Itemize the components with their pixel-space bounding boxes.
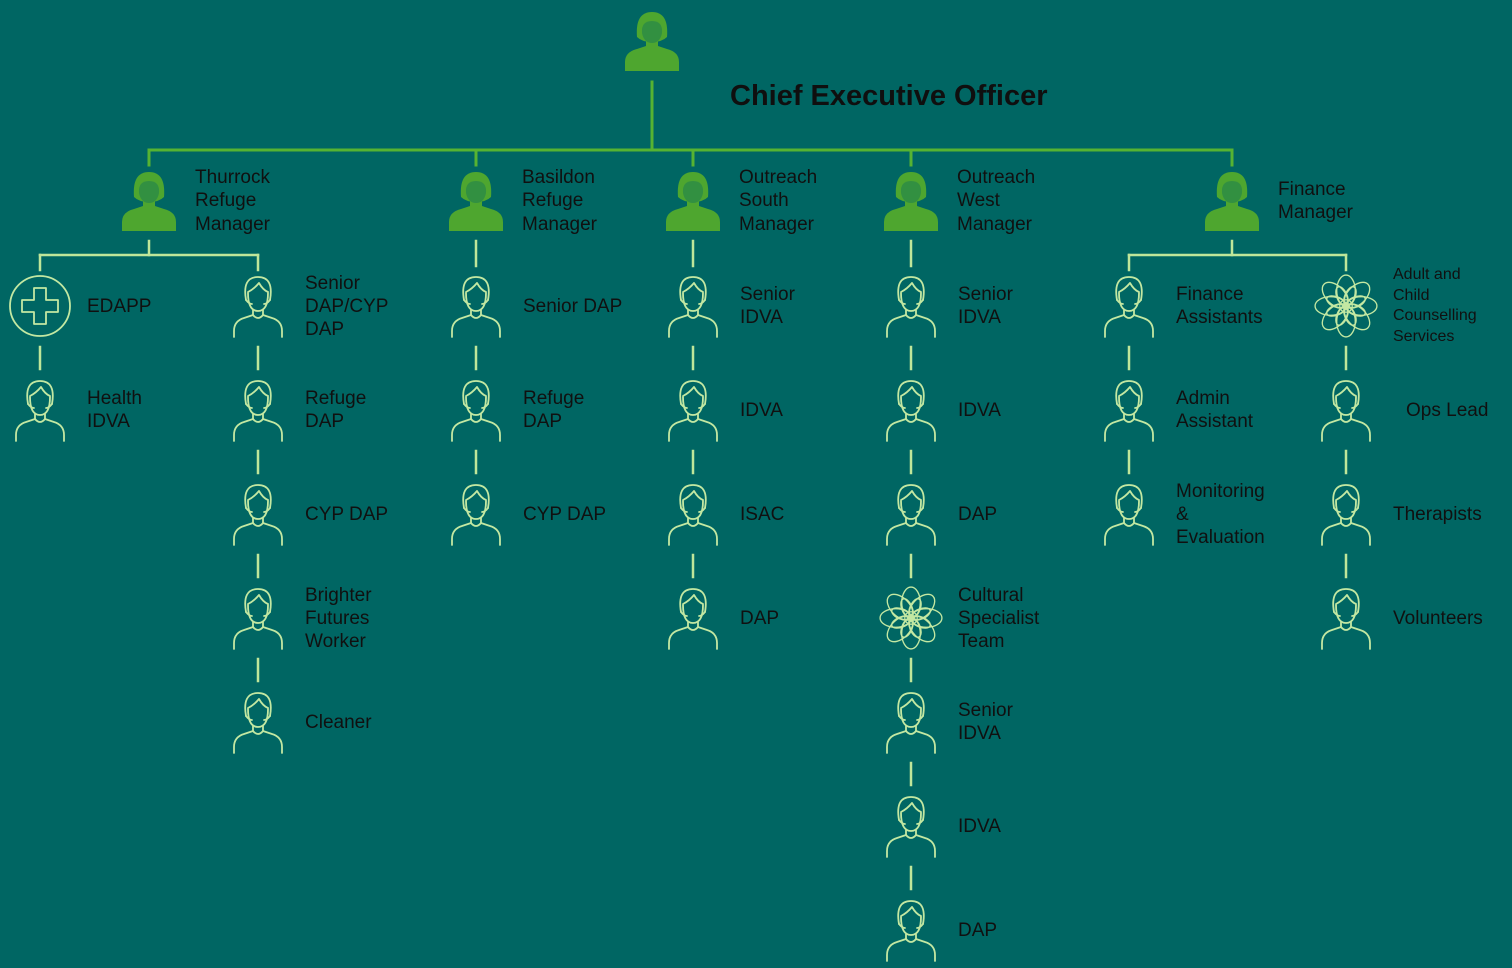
person-outline-icon (448, 481, 504, 552)
node-label: Senior DAP (523, 295, 623, 317)
node-label: Thurrock Refuge Manager (195, 166, 270, 235)
node-label: IDVA (740, 399, 783, 421)
person-outline-icon (883, 377, 939, 448)
node-label: Therapists (1393, 503, 1482, 525)
node-label: IDVA (958, 815, 1001, 837)
node-label: Refuge DAP (305, 388, 367, 432)
node-label: IDVA (958, 399, 1001, 421)
person-outline-icon (230, 585, 286, 656)
person-outline-icon (230, 273, 286, 344)
person-outline-icon (665, 585, 721, 656)
person-outline-icon (883, 793, 939, 864)
person-outline-icon (665, 377, 721, 448)
node-label: Admin Assistant (1176, 388, 1254, 432)
node-label: DAP (958, 919, 998, 941)
person-outline-icon (1101, 273, 1157, 344)
node-label: Cultural Specialist Team (958, 584, 1040, 652)
person-filled-icon (663, 169, 723, 238)
node-label: Refuge DAP (523, 388, 585, 432)
node-label: Ops Lead (1406, 399, 1489, 421)
node-label: Finance Assistants (1176, 284, 1263, 328)
person-outline-icon (448, 377, 504, 448)
node-label: CYP DAP (523, 503, 607, 525)
node-label: DAP (958, 503, 998, 525)
node-label: Health IDVA (87, 388, 142, 432)
node-label: Senior DAP/CYP DAP (305, 272, 389, 340)
person-outline-icon (448, 273, 504, 344)
person-filled-icon (446, 169, 506, 238)
person-outline-icon (883, 897, 939, 968)
person-outline-icon (883, 273, 939, 344)
node-label: Brighter Futures Worker (305, 584, 372, 652)
person-filled-icon (1202, 169, 1262, 238)
person-filled-icon (622, 9, 682, 78)
node-label: Adult and Child Counselling Services (1393, 266, 1477, 345)
node-label: Monitoring & Evaluation (1176, 480, 1265, 548)
node-label: ISAC (740, 503, 785, 525)
node-label: Senior IDVA (740, 284, 795, 328)
medical-cross-icon (8, 274, 72, 343)
person-outline-icon (1318, 377, 1374, 448)
node-label: EDAPP (87, 295, 152, 317)
person-filled-icon (119, 169, 179, 238)
node-label: Cleaner (305, 711, 372, 733)
node-label: DAP (740, 607, 780, 629)
person-filled-icon (881, 169, 941, 238)
person-outline-icon (1101, 481, 1157, 552)
person-outline-icon (230, 689, 286, 760)
person-outline-icon (883, 689, 939, 760)
flower-icon (878, 585, 944, 656)
node-label: Basildon Refuge Manager (522, 166, 597, 235)
person-outline-icon (665, 273, 721, 344)
node-label: Senior IDVA (958, 700, 1013, 744)
node-label: Outreach South Manager (739, 166, 818, 235)
person-outline-icon (230, 377, 286, 448)
person-outline-icon (883, 481, 939, 552)
node-label: CYP DAP (305, 503, 389, 525)
node-label: Volunteers (1393, 607, 1483, 629)
node-label: Outreach West Manager (957, 166, 1036, 235)
person-outline-icon (665, 481, 721, 552)
person-outline-icon (1318, 585, 1374, 656)
flower-icon (1313, 273, 1379, 344)
node-label: Senior IDVA (958, 284, 1013, 328)
person-outline-icon (1101, 377, 1157, 448)
person-outline-icon (1318, 481, 1374, 552)
person-outline-icon (12, 377, 68, 448)
node-label: Finance Manager (1278, 178, 1353, 224)
person-outline-icon (230, 481, 286, 552)
ceo-title: Chief Executive Officer (730, 80, 1048, 112)
